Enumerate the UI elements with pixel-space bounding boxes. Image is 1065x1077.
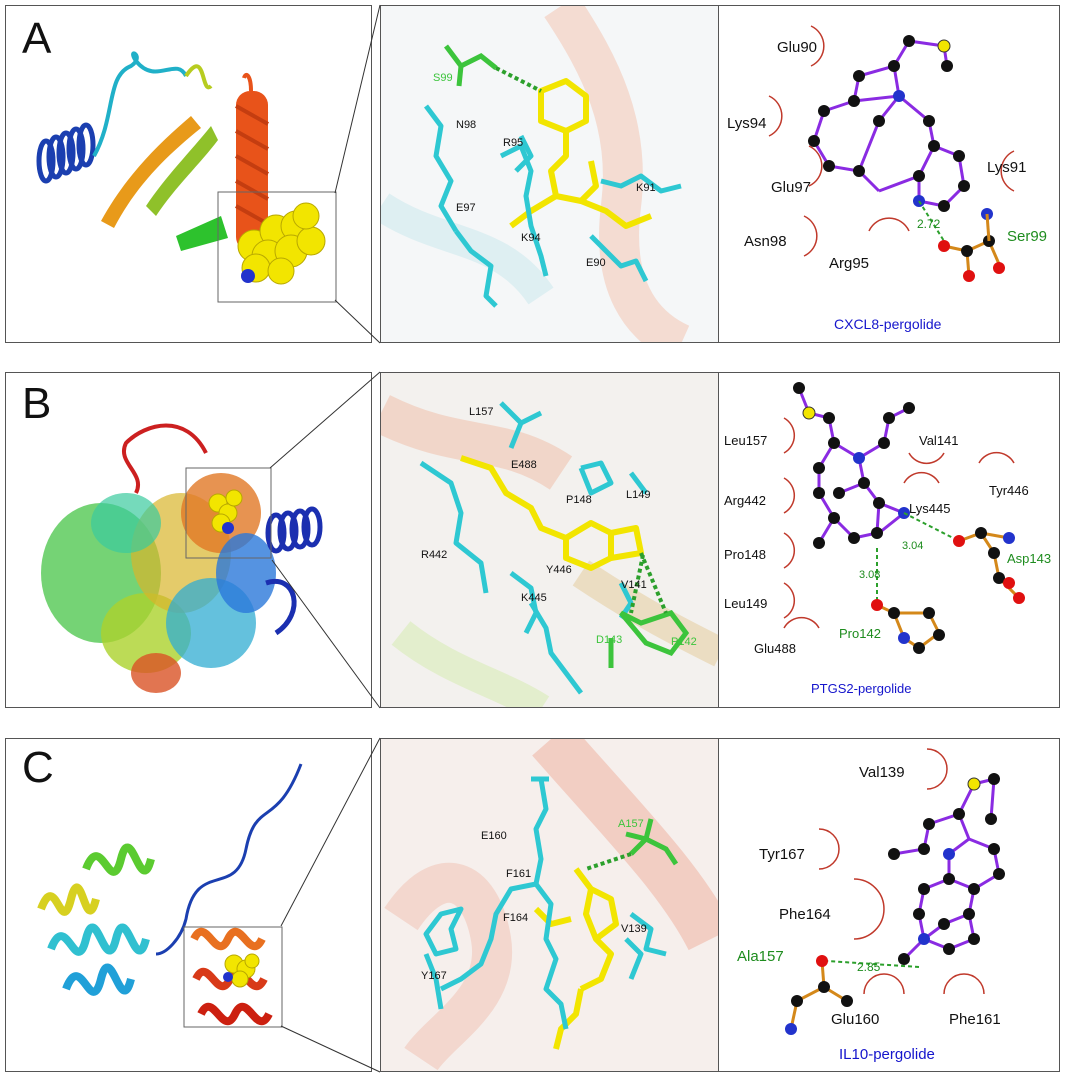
row-b-residue-tyr446: Tyr446 bbox=[989, 483, 1029, 498]
row-b-label-d143: D143 bbox=[596, 634, 622, 646]
row-a-helix-blue bbox=[36, 122, 96, 184]
row-a-ligplot: 2.72 Glu90 Lys94 Lys91 Glu97 Asn98 Arg95… bbox=[727, 25, 1047, 332]
row-c-ligplot: 2.85 Val139 Tyr167 Phe164 Glu160 Phe161 … bbox=[737, 748, 1005, 1063]
row-a-residue-glu97: Glu97 bbox=[771, 179, 811, 196]
row-c-hbond-residue: Ala157 bbox=[737, 948, 784, 965]
row-a-complex-label: CXCL8-pergolide bbox=[834, 316, 942, 332]
row-a-ligand-spheres bbox=[237, 202, 326, 285]
row-b-hbond-residue-asp143: Asp143 bbox=[1007, 551, 1051, 566]
row-b-hbond-residue-pro142: Pro142 bbox=[839, 626, 881, 641]
row-a-residue-sticks bbox=[424, 104, 682, 308]
row-c-residue-phe164: Phe164 bbox=[779, 906, 831, 923]
row-b-residue-leu157: Leu157 bbox=[724, 433, 767, 448]
row-a-beta-sheet-orange bbox=[101, 116, 201, 228]
row-a-label-n98: N98 bbox=[456, 119, 476, 131]
row-a-beta-sheet-green bbox=[146, 126, 218, 216]
row-a-ligplot-panel: 2.72 Glu90 Lys94 Lys91 Glu97 Asn98 Arg95… bbox=[718, 5, 1060, 343]
row-a-label-r95: R95 bbox=[503, 137, 523, 149]
row-a-residue-glu90: Glu90 bbox=[777, 39, 817, 56]
row-b-label-l157: L157 bbox=[469, 406, 493, 418]
row-b-label-e488: E488 bbox=[511, 459, 537, 471]
row-b-site-panel: L157 E488 P148 L149 R442 Y446 V141 K445 … bbox=[380, 372, 720, 708]
row-a-binding-site-view: S99 N98 R95 E97 K94 K91 E90 bbox=[381, 6, 690, 342]
panel-letter-a: A bbox=[22, 14, 52, 63]
row-c-overview-panel: C bbox=[5, 738, 372, 1072]
row-a-helix-orange bbox=[235, 72, 269, 251]
row-c-distance: 2.85 bbox=[857, 960, 881, 974]
row-b-residue-glu488: Glu488 bbox=[754, 641, 796, 656]
row-b-label-p142: P142 bbox=[671, 636, 697, 648]
row-a-label-e97: E97 bbox=[456, 202, 476, 214]
row-b-overview-panel: B bbox=[5, 372, 372, 708]
row-c-binding-site-view: E160 A157 F161 F164 V139 Y167 bbox=[384, 739, 719, 1071]
row-c-site-panel: E160 A157 F161 F164 V139 Y167 bbox=[380, 738, 720, 1072]
row-b-residue-lys445: Lys445 bbox=[909, 501, 950, 516]
row-b-label-p148: P148 bbox=[566, 494, 592, 506]
row-a-nitrogen-atom bbox=[241, 269, 255, 283]
row-a-label-s99: S99 bbox=[433, 72, 453, 84]
row-c-hbond-residue-sticks bbox=[625, 818, 679, 866]
row-b-protein-cartoon bbox=[41, 423, 323, 693]
row-a-hbond-line bbox=[495, 66, 542, 93]
row-a-hbond-residue-sticks bbox=[444, 44, 498, 87]
row-b-label-y446: Y446 bbox=[546, 564, 572, 576]
panel-letter-b: B bbox=[22, 379, 52, 428]
row-c-residue-tyr167: Tyr167 bbox=[759, 846, 805, 863]
row-c-label-a157: A157 bbox=[618, 818, 644, 830]
row-b-hbond-residue-sticks bbox=[608, 610, 690, 668]
row-c-label-e160: E160 bbox=[481, 830, 507, 842]
row-a-site-panel: S99 N98 R95 E97 K94 K91 E90 bbox=[380, 5, 720, 343]
row-a-coil bbox=[92, 51, 188, 157]
row-c-residue-glu160: Glu160 bbox=[831, 1011, 879, 1028]
row-c-label-f164: F164 bbox=[503, 912, 528, 924]
row-a-protein-cartoon bbox=[36, 51, 337, 303]
row-c-ligand-sticks bbox=[533, 867, 619, 1050]
row-a-residue-asn98: Asn98 bbox=[744, 233, 787, 250]
row-c-complex-label: IL10-pergolide bbox=[839, 1046, 935, 1063]
row-b-residue-arg442: Arg442 bbox=[724, 493, 766, 508]
row-b-label-r442: R442 bbox=[421, 549, 447, 561]
row-a-hbond-residue: Ser99 bbox=[1007, 228, 1047, 245]
row-b-residue-pro148: Pro148 bbox=[724, 547, 766, 562]
row-b-residue-leu149: Leu149 bbox=[724, 596, 767, 611]
row-c-coil-blue bbox=[155, 763, 303, 956]
row-c-ligplot-panel: 2.85 Val139 Tyr167 Phe164 Glu160 Phe161 … bbox=[718, 738, 1060, 1072]
row-a-distance: 2.72 bbox=[917, 217, 941, 231]
row-b-label-v141: V141 bbox=[621, 579, 647, 591]
row-c-label-f161: F161 bbox=[506, 868, 531, 880]
row-a-label-k94: K94 bbox=[521, 232, 541, 244]
row-b-label-k445: K445 bbox=[521, 592, 547, 604]
row-b-label-l149: L149 bbox=[626, 489, 650, 501]
row-b-ligplot: 3.04 3.08 Leu157 Val141 Arg442 Lys445 Ty… bbox=[724, 382, 1051, 696]
row-a-label-e90: E90 bbox=[586, 257, 606, 269]
row-a-label-k91: K91 bbox=[636, 182, 656, 194]
row-a-residue-arg95: Arg95 bbox=[829, 255, 869, 272]
row-b-ligplot-panel: 3.04 3.08 Leu157 Val141 Arg442 Lys445 Ty… bbox=[718, 372, 1060, 708]
row-c-protein-cartoon bbox=[37, 763, 303, 1028]
row-c-residue-sticks bbox=[423, 776, 667, 1030]
row-b-distance-2: 3.08 bbox=[859, 569, 880, 581]
row-c-residue-val139: Val139 bbox=[859, 764, 905, 781]
row-b-binding-site-view: L157 E488 P148 L149 R442 Y446 V141 K445 … bbox=[381, 394, 719, 707]
panel-letter-c: C bbox=[22, 743, 54, 792]
row-b-ligand-sticks bbox=[460, 455, 644, 571]
row-b-residue-val141: Val141 bbox=[919, 433, 959, 448]
row-b-complex-label: PTGS2-pergolide bbox=[811, 681, 911, 696]
row-a-overview-panel: A bbox=[5, 5, 372, 343]
row-b-distance-1: 3.04 bbox=[902, 540, 923, 552]
row-c-label-v139: V139 bbox=[621, 923, 647, 935]
row-a-residue-lys94: Lys94 bbox=[727, 115, 766, 132]
row-a-residue-lys91: Lys91 bbox=[987, 159, 1026, 176]
row-c-helix-bundle bbox=[37, 843, 155, 996]
row-c-label-y167: Y167 bbox=[421, 970, 447, 982]
row-c-residue-phe161: Phe161 bbox=[949, 1011, 1001, 1028]
